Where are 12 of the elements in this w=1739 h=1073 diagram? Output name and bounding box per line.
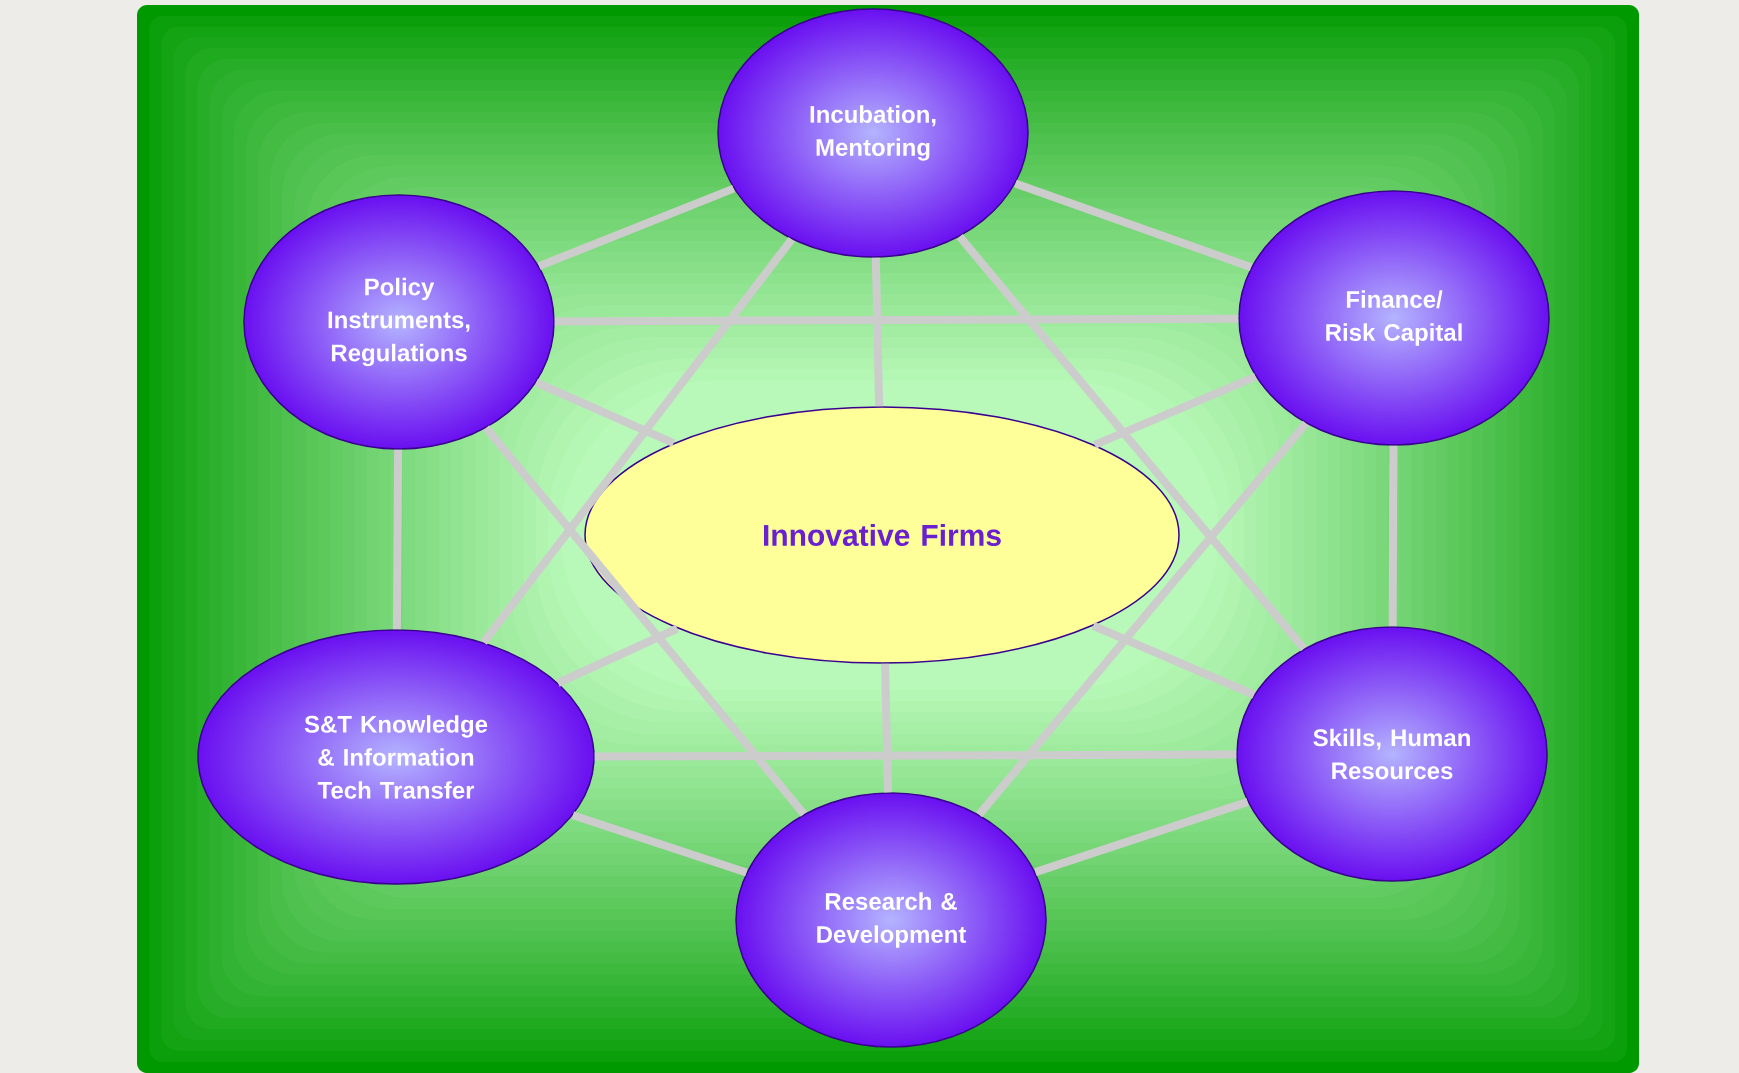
connector-line xyxy=(537,184,736,270)
connector-line xyxy=(483,425,807,817)
connector-line xyxy=(1093,372,1258,449)
connector-line xyxy=(976,420,1310,818)
connector-line xyxy=(956,234,1308,652)
connector-line xyxy=(534,378,676,447)
connector-line xyxy=(571,811,748,877)
connector-line xyxy=(480,236,795,645)
connector-line xyxy=(1014,179,1253,272)
connector-line xyxy=(556,624,679,687)
connector-line xyxy=(1034,798,1249,876)
connector-line xyxy=(1091,622,1256,699)
